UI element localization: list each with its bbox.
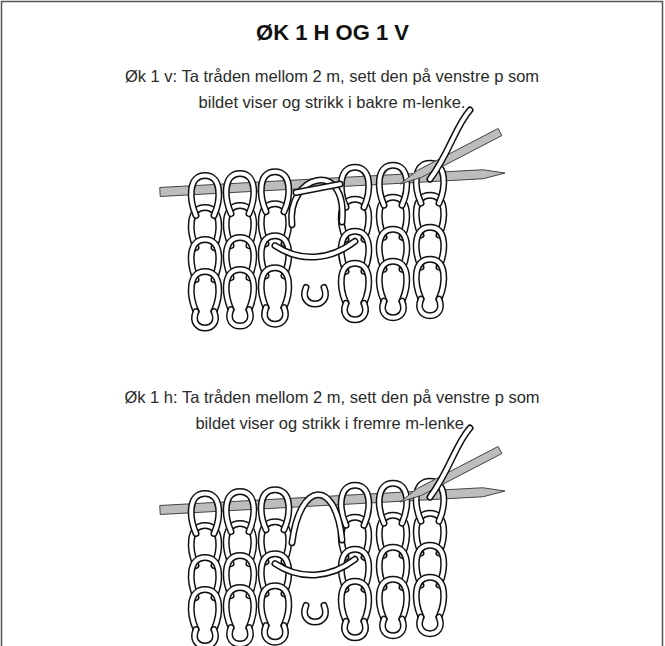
yarn-outline — [275, 241, 355, 257]
yarn — [416, 577, 444, 617]
yarn-outline — [341, 167, 369, 207]
yarn-outline — [195, 630, 216, 646]
yarn — [341, 581, 369, 621]
yarn-outline — [379, 483, 407, 523]
increase-left-figure — [160, 110, 505, 328]
yarn — [345, 621, 366, 638]
yarn-outline — [420, 617, 441, 634]
yarn-outline — [341, 485, 369, 525]
title: ØK 1 H OG 1 V — [0, 20, 665, 46]
increase-right-figure — [160, 428, 505, 646]
yarn-outline — [416, 577, 444, 617]
yarn — [292, 495, 342, 543]
yarn-outline — [345, 303, 366, 320]
yarn — [379, 165, 407, 205]
yarn-outline — [226, 270, 254, 310]
yarn-outline — [379, 261, 407, 301]
yarn — [345, 303, 366, 320]
yarn-outline — [261, 268, 289, 308]
yarn-outline — [265, 626, 286, 643]
yarn-outline — [341, 581, 369, 621]
yarn — [261, 490, 289, 530]
yarn — [226, 588, 254, 628]
yarn-outline — [191, 272, 219, 312]
yarn — [305, 605, 326, 622]
yarn — [379, 483, 407, 523]
yarn — [191, 590, 219, 630]
yarn-outline — [195, 312, 216, 329]
yarn — [191, 272, 219, 312]
yarn-outline — [305, 605, 326, 622]
yarn — [341, 485, 369, 525]
yarn — [292, 180, 343, 225]
yarn — [191, 494, 219, 534]
yarn-outline — [305, 287, 326, 304]
yarn — [383, 301, 404, 318]
yarn-outline — [341, 263, 369, 303]
yarn — [230, 628, 251, 645]
yarn-outline — [191, 176, 219, 216]
yarn — [430, 428, 470, 497]
yarn — [261, 268, 289, 308]
yarn — [383, 619, 404, 636]
yarn-outline — [292, 495, 342, 543]
yarn-outline — [261, 172, 289, 212]
yarn — [261, 586, 289, 626]
yarn — [261, 172, 289, 212]
yarn — [296, 184, 340, 192]
yarn-outline — [379, 165, 407, 205]
yarn-outline — [226, 174, 254, 214]
yarn — [275, 241, 355, 257]
yarn-outline — [230, 310, 251, 327]
yarn — [341, 263, 369, 303]
yarn — [275, 559, 355, 575]
yarn — [379, 579, 407, 619]
yarn — [195, 630, 216, 646]
yarn — [341, 167, 369, 207]
yarn — [416, 259, 444, 299]
yarn — [191, 176, 219, 216]
instruction-text: Øk 1 h: Ta tråden mellom 2 m, sett den p… — [107, 384, 557, 436]
yarn-outline — [379, 579, 407, 619]
yarn — [379, 261, 407, 301]
yarn — [265, 626, 286, 643]
yarn-outline — [383, 619, 404, 636]
yarn — [265, 308, 286, 325]
yarn — [420, 617, 441, 634]
yarn-outline — [226, 492, 254, 532]
yarn-outline — [191, 494, 219, 534]
yarn-outline — [265, 308, 286, 325]
yarn-outline — [230, 628, 251, 645]
yarn-outline — [416, 259, 444, 299]
yarn — [226, 174, 254, 214]
yarn-outline — [383, 301, 404, 318]
yarn-outline — [191, 590, 219, 630]
yarn-outline — [296, 184, 340, 192]
yarn-outline — [420, 299, 441, 316]
yarn-outline — [430, 428, 470, 497]
instruction-text: Øk 1 v: Ta tråden mellom 2 m, sett den p… — [107, 63, 557, 115]
yarn-outline — [430, 110, 470, 179]
yarn — [305, 287, 326, 304]
yarn — [226, 492, 254, 532]
yarn — [226, 270, 254, 310]
yarn-outline — [345, 621, 366, 638]
yarn — [420, 299, 441, 316]
yarn — [430, 110, 470, 179]
yarn — [230, 310, 251, 327]
yarn — [195, 312, 216, 329]
yarn-outline — [261, 586, 289, 626]
yarn-outline — [292, 180, 343, 225]
yarn-outline — [261, 490, 289, 530]
yarn-outline — [275, 559, 355, 575]
yarn-outline — [226, 588, 254, 628]
